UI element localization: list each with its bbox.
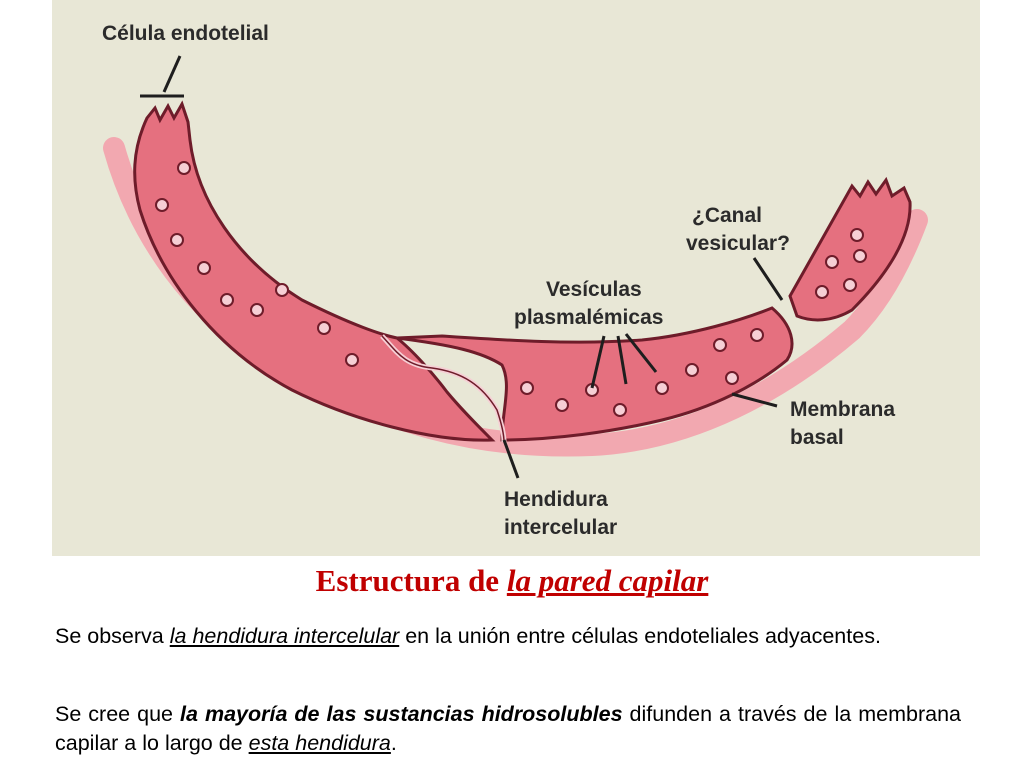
diagram-canvas: Célula endotelial ¿Canal vesicular? Vesí… xyxy=(102,22,928,539)
label-basal-membrane-2: basal xyxy=(790,426,844,449)
label-vesicular-canal-1: ¿Canal xyxy=(692,204,762,227)
label-basal-membrane-1: Membrana xyxy=(790,398,895,421)
title-prefix: Estructura de xyxy=(315,563,507,598)
label-vesicles-1: Vesículas xyxy=(546,278,642,301)
endothelial-cell-right xyxy=(788,176,912,322)
label-intercellular-cleft-1: Hendidura xyxy=(504,488,608,511)
slide-title: Estructura de la pared capilar xyxy=(0,563,1024,599)
endothelial-cell-left xyxy=(133,100,496,442)
capillary-wall-diagram: Célula endotelial ¿Canal vesicular? Vesí… xyxy=(52,0,980,556)
intercellular-cleft-outline xyxy=(381,335,505,443)
para2-underlined-emphasis: esta hendidura xyxy=(248,731,391,755)
leader-lines xyxy=(140,55,784,479)
para2-text-2: difunden a través de la membrana capilar… xyxy=(55,702,961,755)
paragraph-diffusion: Se cree que la mayoría de las sustancias… xyxy=(55,700,961,758)
para1-text-2: en la unión entre células endoteliales a… xyxy=(399,624,881,648)
title-emphasis: la pared capilar xyxy=(506,563,709,598)
para2-text-1: Se cree que xyxy=(55,702,181,726)
para2-text-3: . xyxy=(390,731,397,755)
label-endothelial-cell: Célula endotelial xyxy=(102,22,269,45)
para1-emphasis: la hendidura intercelular xyxy=(169,624,400,648)
para1-text-1: Se observa xyxy=(55,624,170,648)
label-intercellular-cleft-2: intercelular xyxy=(504,516,617,539)
label-vesicles-2: plasmalémicas xyxy=(514,306,663,329)
para2-bold-emphasis: la mayoría de las sustancias hidrosolubl… xyxy=(180,702,623,726)
plasmalemmal-vesicles xyxy=(155,161,867,417)
label-vesicular-canal-2: vesicular? xyxy=(686,232,790,255)
paragraph-intercellular-cleft: Se observa la hendidura intercelular en … xyxy=(55,622,961,651)
